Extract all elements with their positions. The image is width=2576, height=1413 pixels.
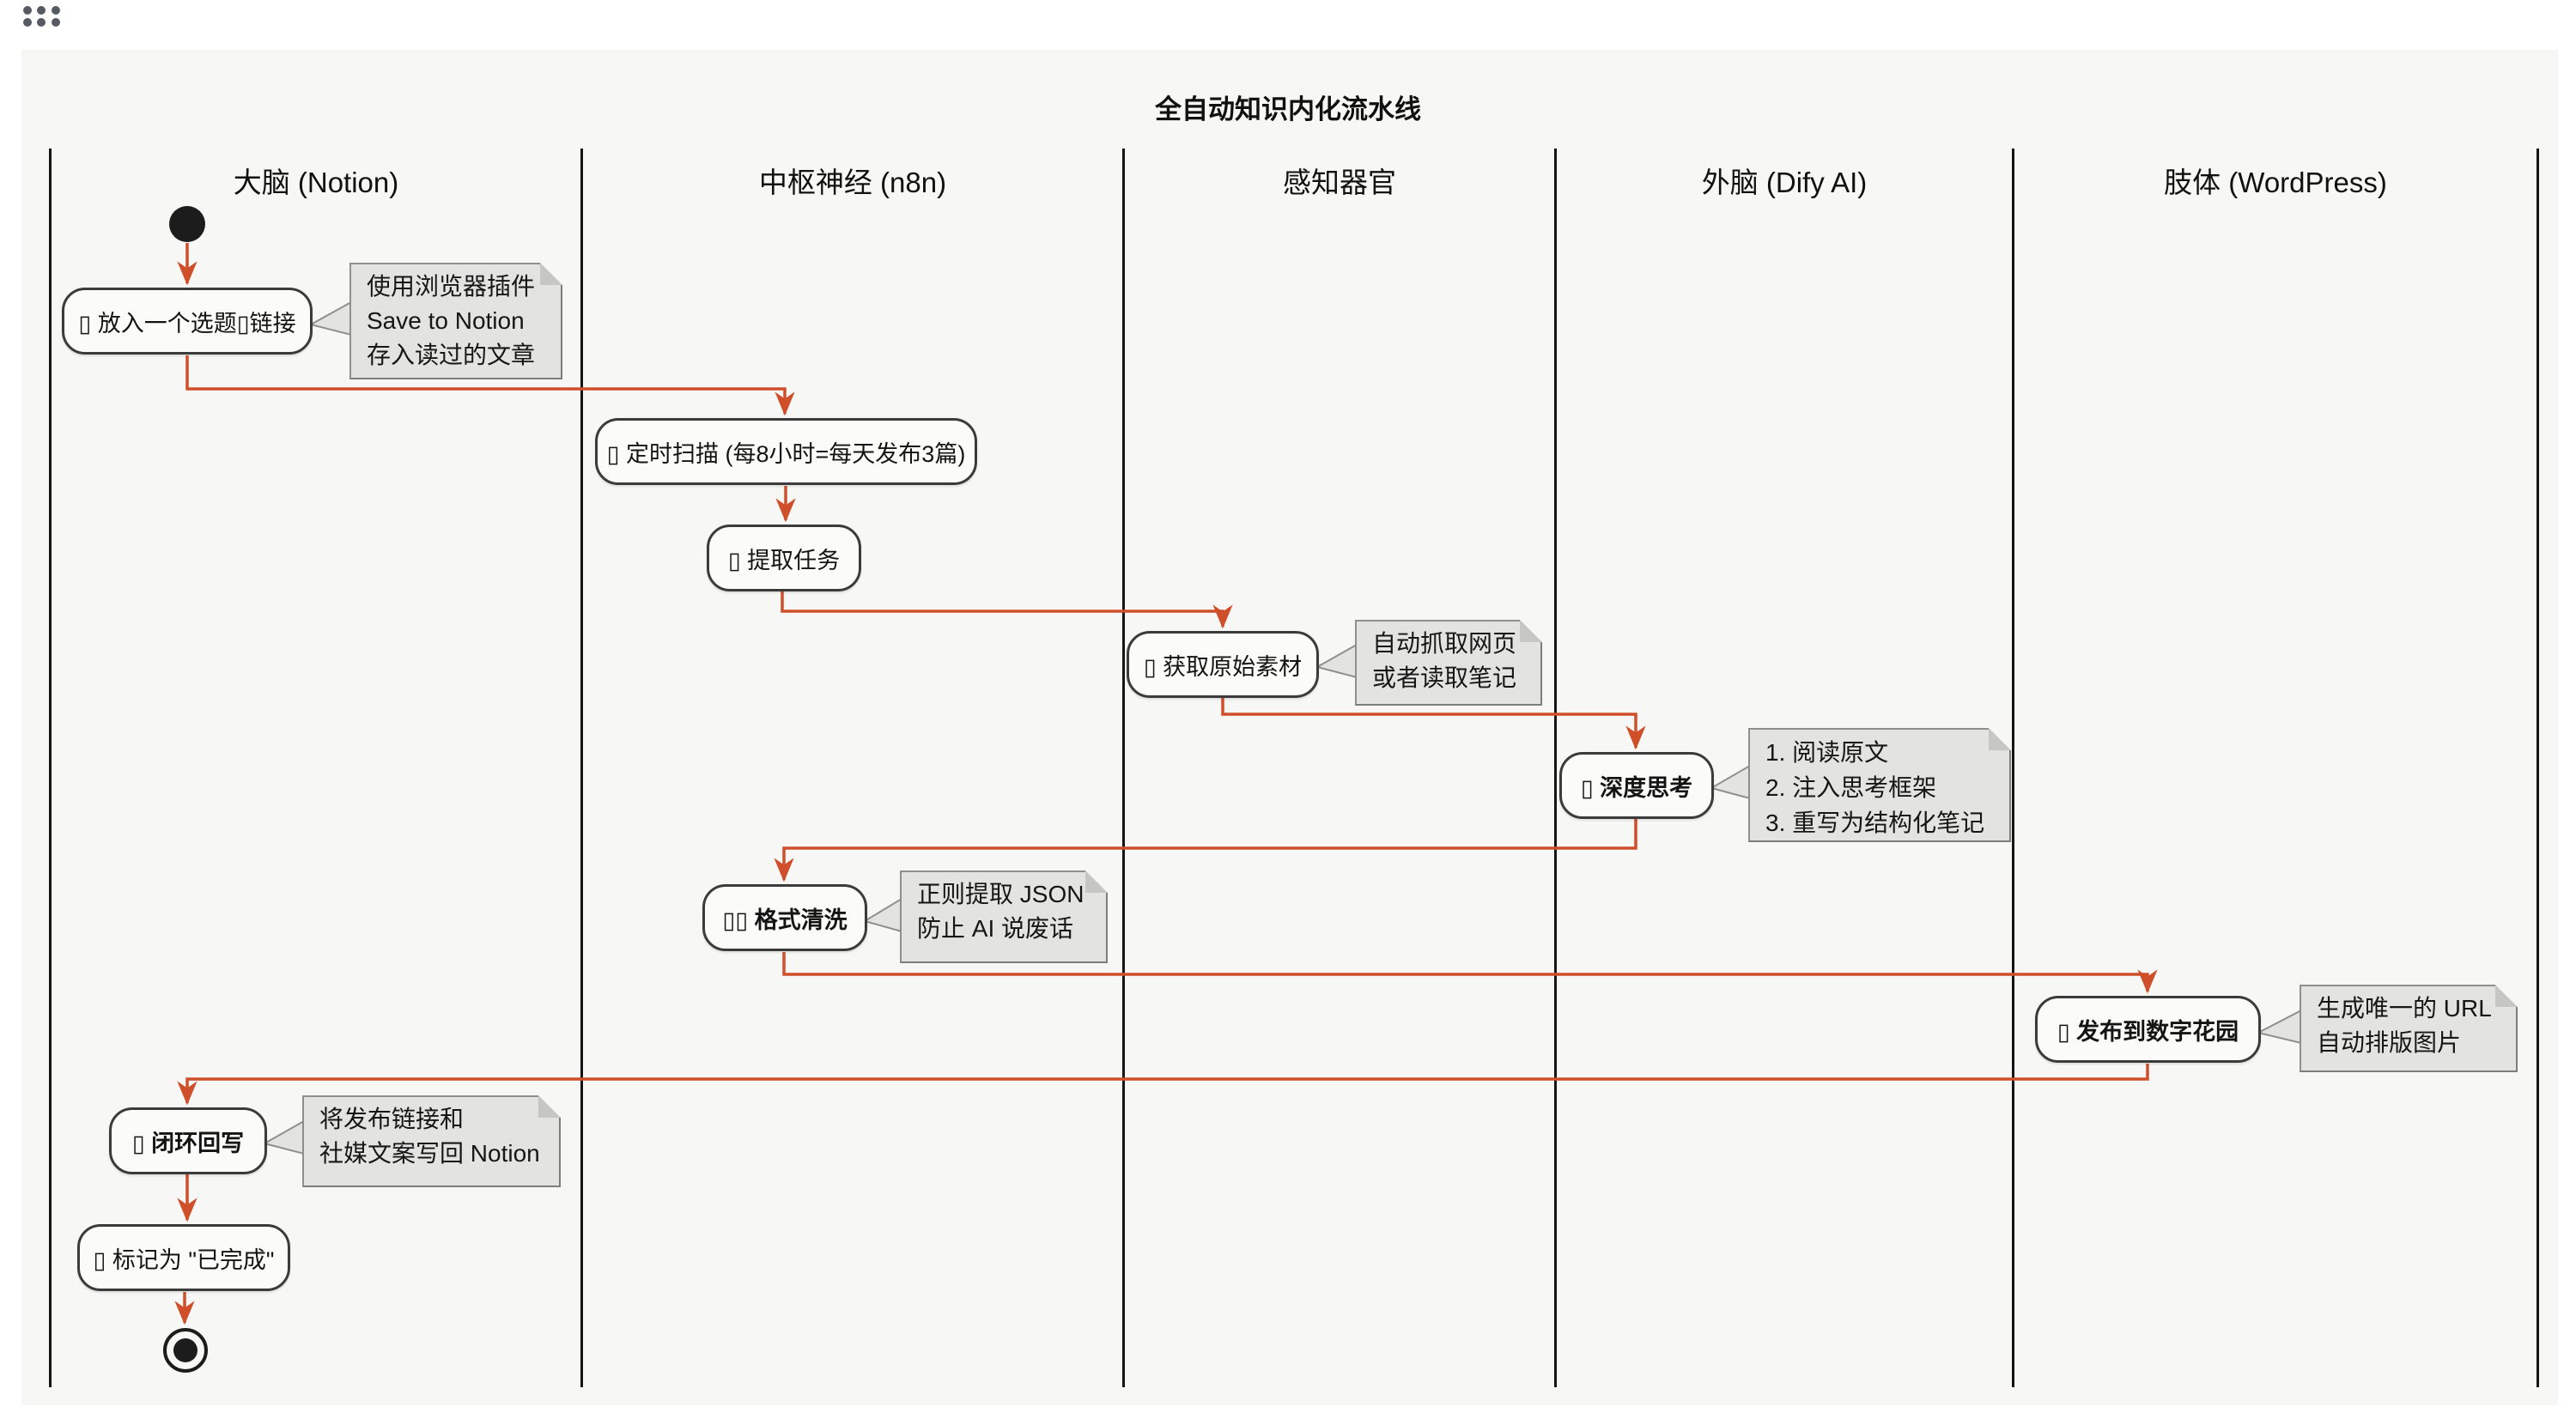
note-line: 防止 AI 说废话 xyxy=(917,915,1074,942)
dot xyxy=(51,17,60,27)
activity-scheduled-scan: ▯ 定时扫描 (每8小时=每天发布3篇) xyxy=(595,418,977,485)
note-line: 正则提取 JSON xyxy=(917,881,1084,907)
activity-fetch-source: ▯ 获取原始素材 xyxy=(1127,631,1319,698)
note-fold-icon xyxy=(538,1095,561,1118)
note-think-steps: 1. 阅读原文 2. 注入思考框架 3. 重写为结构化笔记 xyxy=(1748,728,2011,842)
dot xyxy=(37,17,46,27)
note-line: 或者读取笔记 xyxy=(1372,664,1517,691)
note-auto-fetch: 自动抓取网页 或者读取笔记 xyxy=(1355,620,1542,706)
note-fold-icon xyxy=(1989,728,2011,750)
note-line: 3. 重写为结构化笔记 xyxy=(1765,810,1985,836)
note-write-back-notion: 将发布链接和 社媒文案写回 Notion xyxy=(302,1095,561,1187)
lane-header-notion: 大脑 (Notion) xyxy=(233,167,399,198)
activity-mark-done: ▯ 标记为 "已完成" xyxy=(77,1224,290,1291)
end-node xyxy=(163,1328,208,1373)
activity-capture-topic: ▯ 放入一个选题▯链接 xyxy=(62,288,313,355)
note-line: 自动抓取网页 xyxy=(1372,630,1517,657)
activity-format-clean: ▯▯ 格式清洗 xyxy=(702,884,867,951)
lane-divider xyxy=(580,149,583,1387)
note-line: 存入读过的文章 xyxy=(367,342,536,368)
lane-header-wordpress: 肢体 (WordPress) xyxy=(2164,167,2387,198)
dot xyxy=(23,6,32,15)
note-line: 使用浏览器插件 xyxy=(367,273,536,300)
drag-handle-icon[interactable] xyxy=(23,6,63,27)
note-save-to-notion: 使用浏览器插件 Save to Notion 存入读过的文章 xyxy=(349,263,562,379)
note-fold-icon xyxy=(2495,985,2518,1007)
note-line: 生成唯一的 URL xyxy=(2317,995,2492,1022)
note-line: 1. 阅读原文 xyxy=(1765,739,1889,766)
lane-divider xyxy=(1554,149,1557,1387)
diagram-canvas xyxy=(21,50,2558,1405)
start-node xyxy=(169,206,205,242)
note-json-clean: 正则提取 JSON 防止 AI 说废话 xyxy=(900,870,1108,963)
note-line: 自动排版图片 xyxy=(2317,1029,2462,1056)
activity-write-back: ▯ 闭环回写 xyxy=(109,1107,267,1174)
note-line: 将发布链接和 xyxy=(319,1106,465,1132)
note-fold-icon xyxy=(1085,870,1108,893)
lane-header-dify: 外脑 (Dify AI) xyxy=(1701,167,1868,198)
note-line: Save to Notion xyxy=(367,307,525,334)
lane-divider xyxy=(49,149,52,1387)
diagram-title: 全自动知识内化流水线 xyxy=(1155,94,1421,124)
note-url-layout: 生成唯一的 URL 自动排版图片 xyxy=(2300,985,2518,1072)
dot xyxy=(37,6,46,15)
dot xyxy=(51,6,60,15)
note-fold-icon xyxy=(1520,620,1542,642)
lane-divider xyxy=(2012,149,2014,1387)
end-node-dot xyxy=(173,1338,197,1362)
dot xyxy=(23,17,32,27)
note-line: 社媒文案写回 Notion xyxy=(319,1140,540,1167)
note-fold-icon xyxy=(540,263,562,285)
activity-extract-task: ▯ 提取任务 xyxy=(707,525,861,591)
activity-deep-think: ▯ 深度思考 xyxy=(1559,752,1714,819)
lane-header-senses: 感知器官 xyxy=(1283,167,1396,198)
activity-publish-garden: ▯ 发布到数字花园 xyxy=(2035,996,2261,1063)
lane-header-n8n: 中枢神经 (n8n) xyxy=(758,167,947,198)
note-line: 2. 注入思考框架 xyxy=(1765,774,1937,801)
lane-divider xyxy=(2537,149,2539,1387)
lane-divider xyxy=(1122,149,1125,1387)
